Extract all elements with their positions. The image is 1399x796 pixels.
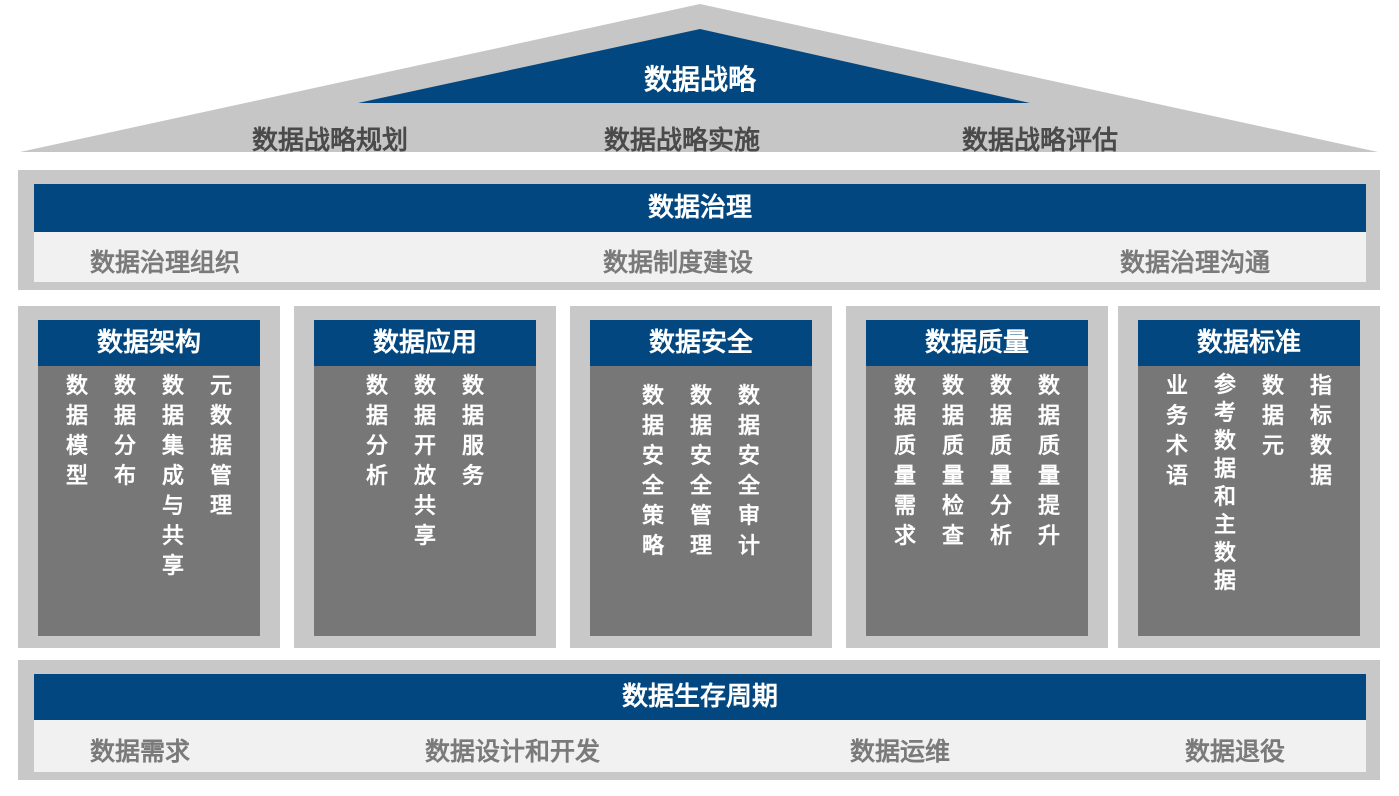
pillar-application: 数据应用 数据分析 数据开放共享 数据服务 [294, 306, 556, 648]
governance-item-policy: 数据制度建设 [603, 248, 754, 277]
pillar-application-panel: 数据应用 数据分析 数据开放共享 数据服务 [314, 320, 536, 636]
governance-title: 数据治理 [34, 184, 1366, 232]
governance-body [34, 232, 1366, 282]
pillar-item: 业务术语 [1165, 374, 1188, 489]
pillar-security-panel: 数据安全 数据安全策略 数据安全管理 数据安全审计 [590, 320, 812, 636]
governance-item-communication: 数据治理沟通 [1120, 248, 1271, 277]
strategy-title: 数据战略 [643, 63, 756, 96]
pillar-quality-panel: 数据质量 数据质量需求 数据质量检查 数据质量分析 数据质量提升 [866, 320, 1088, 636]
pillar-item: 数据分析 [365, 374, 388, 489]
pillar-architecture-panel: 数据架构 数据模型 数据分布 数据集成与共享 元数据管理 [38, 320, 260, 636]
pillar-item: 数据质量检查 [941, 374, 964, 549]
pillar-item: 数据分布 [113, 374, 136, 489]
lifecycle-item-operations: 数据运维 [850, 737, 951, 766]
lifecycle-body [34, 720, 1366, 772]
pillar-standards-title: 数据标准 [1138, 320, 1360, 366]
governance-item-organization: 数据治理组织 [90, 248, 241, 277]
pillar-application-items: 数据分析 数据开放共享 数据服务 [314, 372, 536, 552]
pillar-item: 数据安全审计 [737, 384, 760, 559]
lifecycle-item-design: 数据设计和开发 [425, 737, 601, 766]
strategy-item-implementation: 数据战略实施 [603, 126, 760, 156]
pillar-item: 数据服务 [461, 374, 484, 489]
pillar-item: 数据安全管理 [689, 384, 712, 559]
pillar-security-items: 数据安全策略 数据安全管理 数据安全审计 [590, 382, 812, 562]
pillar-item: 数据安全策略 [641, 384, 664, 559]
pillar-standards-panel: 数据标准 业务术语 参考数据和主数据 数据元 指标数据 [1138, 320, 1360, 636]
pillar-item: 数据质量提升 [1037, 374, 1060, 549]
pillar-security-title: 数据安全 [590, 320, 812, 366]
pillar-security: 数据安全 数据安全策略 数据安全管理 数据安全审计 [570, 306, 832, 648]
pillar-item: 指标数据 [1309, 374, 1332, 489]
pillar-architecture-items: 数据模型 数据分布 数据集成与共享 元数据管理 [38, 372, 260, 582]
pillar-architecture-title: 数据架构 [38, 320, 260, 366]
pillar-item: 参考数据和主数据 [1213, 373, 1236, 594]
pillar-quality-items: 数据质量需求 数据质量检查 数据质量分析 数据质量提升 [866, 372, 1088, 552]
strategy-item-planning: 数据战略规划 [251, 126, 408, 156]
pillar-item: 数据模型 [65, 374, 88, 489]
pillar-item: 数据集成与共享 [161, 374, 184, 579]
pillar-application-title: 数据应用 [314, 320, 536, 366]
pillar-item: 数据开放共享 [413, 374, 436, 549]
pillar-standards-items: 业务术语 参考数据和主数据 数据元 指标数据 [1138, 372, 1360, 596]
pillar-standards: 数据标准 业务术语 参考数据和主数据 数据元 指标数据 [1118, 306, 1380, 648]
pillar-quality-title: 数据质量 [866, 320, 1088, 366]
lifecycle-title: 数据生存周期 [34, 674, 1366, 720]
roof-inner-triangle [358, 29, 1030, 103]
lifecycle-item-retirement: 数据退役 [1185, 737, 1286, 766]
lifecycle-item-requirements: 数据需求 [90, 737, 191, 766]
pillar-item: 数据质量需求 [893, 374, 916, 549]
pillar-item: 元数据管理 [209, 374, 232, 519]
pillar-quality: 数据质量 数据质量需求 数据质量检查 数据质量分析 数据质量提升 [846, 306, 1108, 648]
pillar-item: 数据元 [1261, 374, 1284, 459]
pillar-architecture: 数据架构 数据模型 数据分布 数据集成与共享 元数据管理 [18, 306, 280, 648]
roof-shape [20, 4, 1378, 152]
pillar-item: 数据质量分析 [989, 374, 1012, 549]
strategy-item-evaluation: 数据战略评估 [961, 126, 1118, 156]
